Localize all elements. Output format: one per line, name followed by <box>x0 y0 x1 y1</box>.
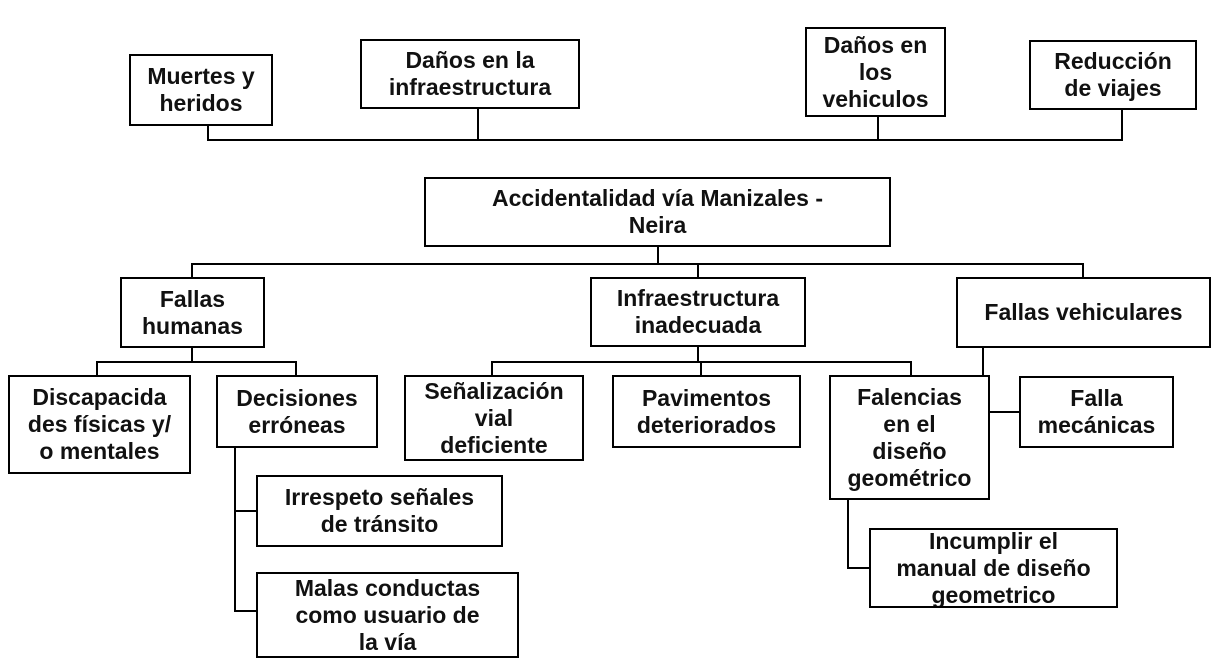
effect-trip-reduction-box: Reducción de viajes <box>1029 40 1197 110</box>
connector-line <box>234 610 258 612</box>
connector-line <box>295 361 297 375</box>
connector-line <box>1121 108 1123 140</box>
cause-bad-behavior-box: Malas conductas como usuario de la vía <box>256 572 519 658</box>
connector-line <box>847 567 870 569</box>
connector-line <box>207 139 1123 141</box>
central-problem-box: Accidentalidad vía Manizales - Neira <box>424 177 891 247</box>
connector-line <box>989 411 1020 413</box>
connector-line <box>234 510 258 512</box>
connector-line <box>982 347 984 376</box>
cause-wrong-decisions-box: Decisiones erróneas <box>216 375 378 448</box>
effect-deaths-box: Muertes y heridos <box>129 54 273 126</box>
effect-infrastructure-damage-box: Daños en la infraestructura <box>360 39 580 109</box>
connector-line <box>191 263 1084 265</box>
cause-human-failures-box: Fallas humanas <box>120 277 265 348</box>
connector-line <box>477 108 479 140</box>
connector-line <box>96 361 98 375</box>
connector-line <box>491 361 493 375</box>
cause-signage-box: Señalización vial deficiente <box>404 375 584 461</box>
connector-line <box>847 499 849 569</box>
connector-line <box>697 263 699 277</box>
effect-vehicle-damage-box: Daños en los vehiculos <box>805 27 946 117</box>
connector-line <box>207 112 209 140</box>
cause-mechanical-failure-box: Falla mecánicas <box>1019 376 1174 448</box>
cause-disabilities-box: Discapacida des físicas y/ o mentales <box>8 375 191 474</box>
connector-line <box>697 346 699 362</box>
cause-pavements-box: Pavimentos deteriorados <box>612 375 801 448</box>
cause-disrespect-signals-box: Irrespeto señales de tránsito <box>256 475 503 547</box>
connector-line <box>657 246 659 264</box>
connector-line <box>877 116 879 140</box>
connector-line <box>191 263 193 277</box>
connector-line <box>234 447 236 612</box>
connector-line <box>910 361 912 375</box>
connector-line <box>191 347 193 362</box>
connector-line <box>1082 263 1084 277</box>
cause-manual-noncompliance-box: Incumplir el manual de diseño geometrico <box>869 528 1118 608</box>
connector-line <box>96 361 297 363</box>
cause-inadequate-infrastructure-box: Infraestructura inadecuada <box>590 277 806 347</box>
connector-line <box>700 361 702 375</box>
cause-vehicle-failures-box: Fallas vehiculares <box>956 277 1211 348</box>
cause-design-flaws-box: Falencias en el diseño geométrico <box>829 375 990 500</box>
